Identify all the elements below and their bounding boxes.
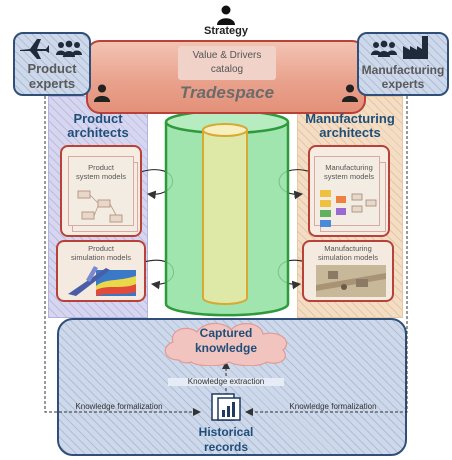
product-simulation-models-line-2: simulation models bbox=[70, 253, 132, 262]
records-document-icon bbox=[211, 393, 241, 421]
manufacturing-experts-box bbox=[357, 32, 449, 96]
historical-records-line-1: Historical bbox=[198, 425, 254, 439]
factory-simulation-icon bbox=[316, 265, 386, 297]
manufacturing-system-models-line-1: Manufacturing bbox=[325, 163, 373, 172]
catalog-box bbox=[178, 46, 276, 80]
captured-knowledge-line-2: knowledge bbox=[194, 341, 257, 355]
simulation-render-icon bbox=[68, 266, 136, 296]
strategy-person-icon bbox=[217, 5, 235, 25]
knowledge-formalization-left-label: Knowledge formalization bbox=[75, 402, 163, 411]
manufacturing-architects-line-2: architects bbox=[319, 125, 381, 140]
process-flow-icon bbox=[320, 190, 377, 227]
group-people-icon bbox=[371, 40, 397, 57]
factory-icon bbox=[403, 36, 428, 59]
product-experts-line-1: Product bbox=[27, 61, 77, 76]
airplane-icon bbox=[20, 39, 49, 59]
captured-knowledge-line-1: Captured bbox=[199, 326, 253, 340]
product-architects-line-1: Product bbox=[73, 111, 123, 126]
product-architects-line-2: architects bbox=[67, 125, 129, 140]
manufacturing-architects-line-1: Manufacturing bbox=[305, 111, 395, 126]
tradespace-title: Tradespace bbox=[179, 83, 275, 102]
product-simulation-models-line-1: Product bbox=[88, 244, 114, 253]
product-system-models-line-1: Product bbox=[88, 163, 114, 172]
manufacturing-architect-person-icon bbox=[341, 84, 359, 102]
knowledge-formalization-right-label: Knowledge formalization bbox=[289, 402, 377, 411]
group-people-icon bbox=[56, 40, 82, 57]
inner-cylinder bbox=[202, 123, 248, 305]
product-experts-line-2: experts bbox=[28, 76, 76, 91]
manufacturing-experts-line-2: experts bbox=[381, 77, 425, 91]
catalog-line-2: catalog bbox=[210, 64, 244, 75]
product-system-models-line-2: system models bbox=[75, 172, 126, 181]
product-architect-person-icon bbox=[93, 84, 111, 102]
catalog-line-1: Value & Drivers bbox=[192, 50, 262, 61]
system-diagram-icon bbox=[77, 190, 123, 223]
historical-records-line-2: records bbox=[203, 440, 249, 454]
strategy-label: Strategy bbox=[203, 25, 249, 37]
knowledge-extraction-label: Knowledge extraction bbox=[168, 377, 284, 387]
manufacturing-system-models-line-2: system models bbox=[323, 172, 374, 181]
manufacturing-simulation-models-line-1: Manufacturing bbox=[324, 244, 372, 253]
manufacturing-experts-line-1: Manufacturing bbox=[361, 63, 445, 77]
manufacturing-simulation-models-line-2: simulation models bbox=[317, 253, 379, 262]
captured-knowledge-cloud-icon bbox=[164, 322, 288, 366]
